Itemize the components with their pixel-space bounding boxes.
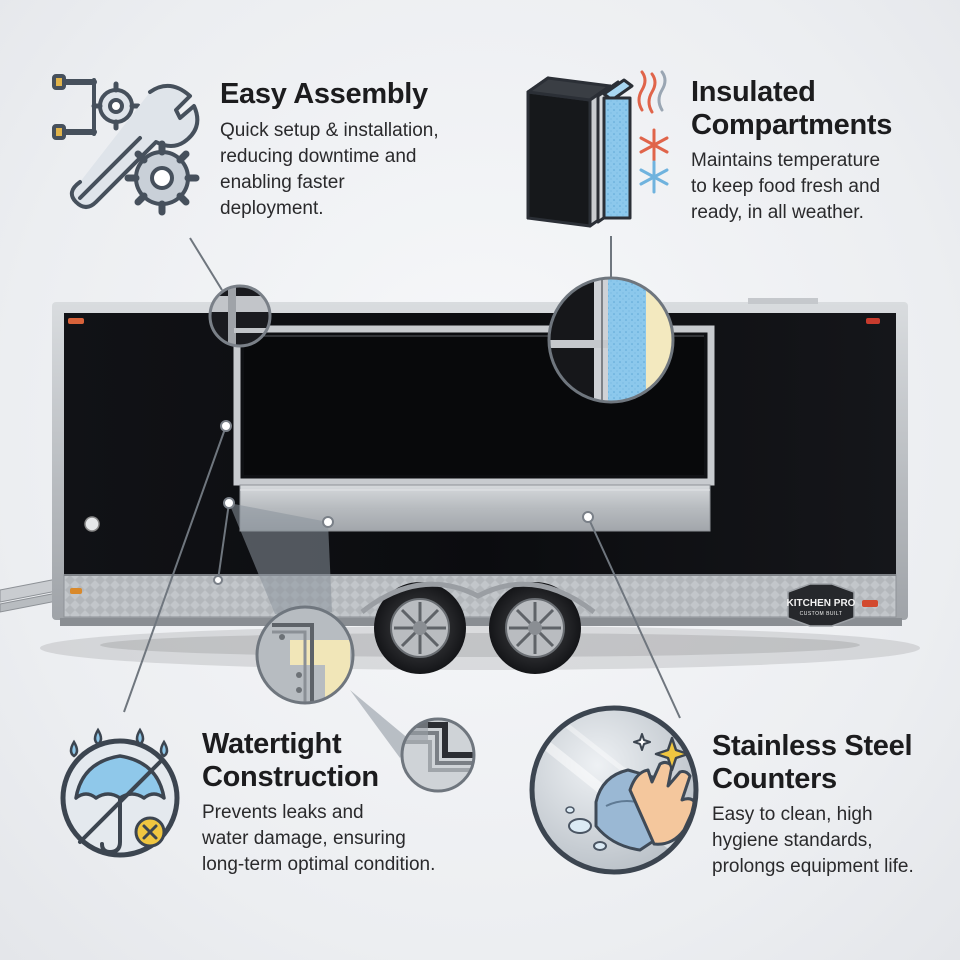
- feature-desc-line: hygiene standards,: [712, 830, 873, 851]
- feature-desc-line: Easy to clean, high: [712, 804, 873, 825]
- feature-easy-assembly: Easy Assembly Quick setup & installation…: [220, 78, 520, 222]
- magnifier-insulation-section: [547, 276, 675, 404]
- feature-title: Stainless Steel Counters: [712, 730, 952, 796]
- feature-title-line: Stainless Steel: [712, 730, 913, 762]
- magnifier-seal-corner: [400, 717, 476, 793]
- hand-wiping-cloth-icon: [529, 705, 699, 875]
- trailer-wheel-rear: [489, 582, 581, 674]
- feature-title: Insulated Compartments: [691, 76, 951, 142]
- feature-desc-line: ready, in all weather.: [691, 202, 864, 223]
- feature-desc-line: Maintains temperature: [691, 150, 881, 171]
- food-trailer: [52, 298, 908, 627]
- feature-title-line: Watertight: [202, 728, 342, 760]
- feature-desc-line: reducing downtime and: [220, 146, 417, 167]
- wrench-gears-icon: [52, 74, 200, 216]
- feature-desc-line: Quick setup & installation,: [220, 120, 439, 141]
- magnifier-hinge-detail: [208, 284, 272, 348]
- ground-shadow: [40, 626, 920, 670]
- feature-desc-line: long-term optimal condition.: [202, 854, 436, 875]
- wheel-fender: [360, 581, 596, 614]
- feature-title-line: Construction: [202, 761, 379, 793]
- feature-insulated-compartments: Insulated Compartments Maintains tempera…: [691, 76, 951, 226]
- callout-lines: [123, 236, 681, 719]
- feature-desc-line: to keep food fresh and: [691, 176, 881, 197]
- brand-tagline: CUSTOM BUILT: [799, 611, 843, 617]
- trailer-wheel-front: [374, 582, 466, 674]
- feature-desc-line: deployment.: [220, 198, 324, 219]
- feature-title-line: Counters: [712, 763, 837, 795]
- feature-desc-line: Prevents leaks and: [202, 802, 364, 823]
- feature-description: Prevents leaks and water damage, ensurin…: [202, 800, 492, 878]
- feature-title: Easy Assembly: [220, 78, 520, 111]
- callout-dots: [213, 420, 594, 585]
- feature-desc-line: enabling faster: [220, 172, 345, 193]
- feature-description: Quick setup & installation, reducing dow…: [220, 118, 520, 222]
- feature-description: Easy to clean, high hygiene standards, p…: [712, 802, 952, 880]
- magnifier-seal-joint: [255, 605, 355, 705]
- feature-title-line: Insulated: [691, 76, 816, 108]
- brand-plate: KITCHEN PRO CUSTOM BUILT: [786, 588, 856, 626]
- callout-wedges: [229, 503, 410, 758]
- feature-desc-line: water damage, ensuring: [202, 828, 406, 849]
- umbrella-rain-icon: [60, 727, 180, 858]
- feature-title-line: Compartments: [691, 109, 893, 141]
- feature-title: Watertight Construction: [202, 728, 492, 794]
- insulation-panel-icon: [526, 70, 669, 228]
- feature-description: Maintains temperature to keep food fresh…: [691, 148, 951, 226]
- feature-watertight-construction: Watertight Construction Prevents leaks a…: [202, 728, 492, 878]
- brand-name: KITCHEN PRO: [786, 598, 856, 609]
- feature-stainless-steel-counters: Stainless Steel Counters Easy to clean, …: [712, 730, 952, 880]
- feature-desc-line: prolongs equipment life.: [712, 856, 914, 877]
- feature-title-line: Easy Assembly: [220, 78, 428, 110]
